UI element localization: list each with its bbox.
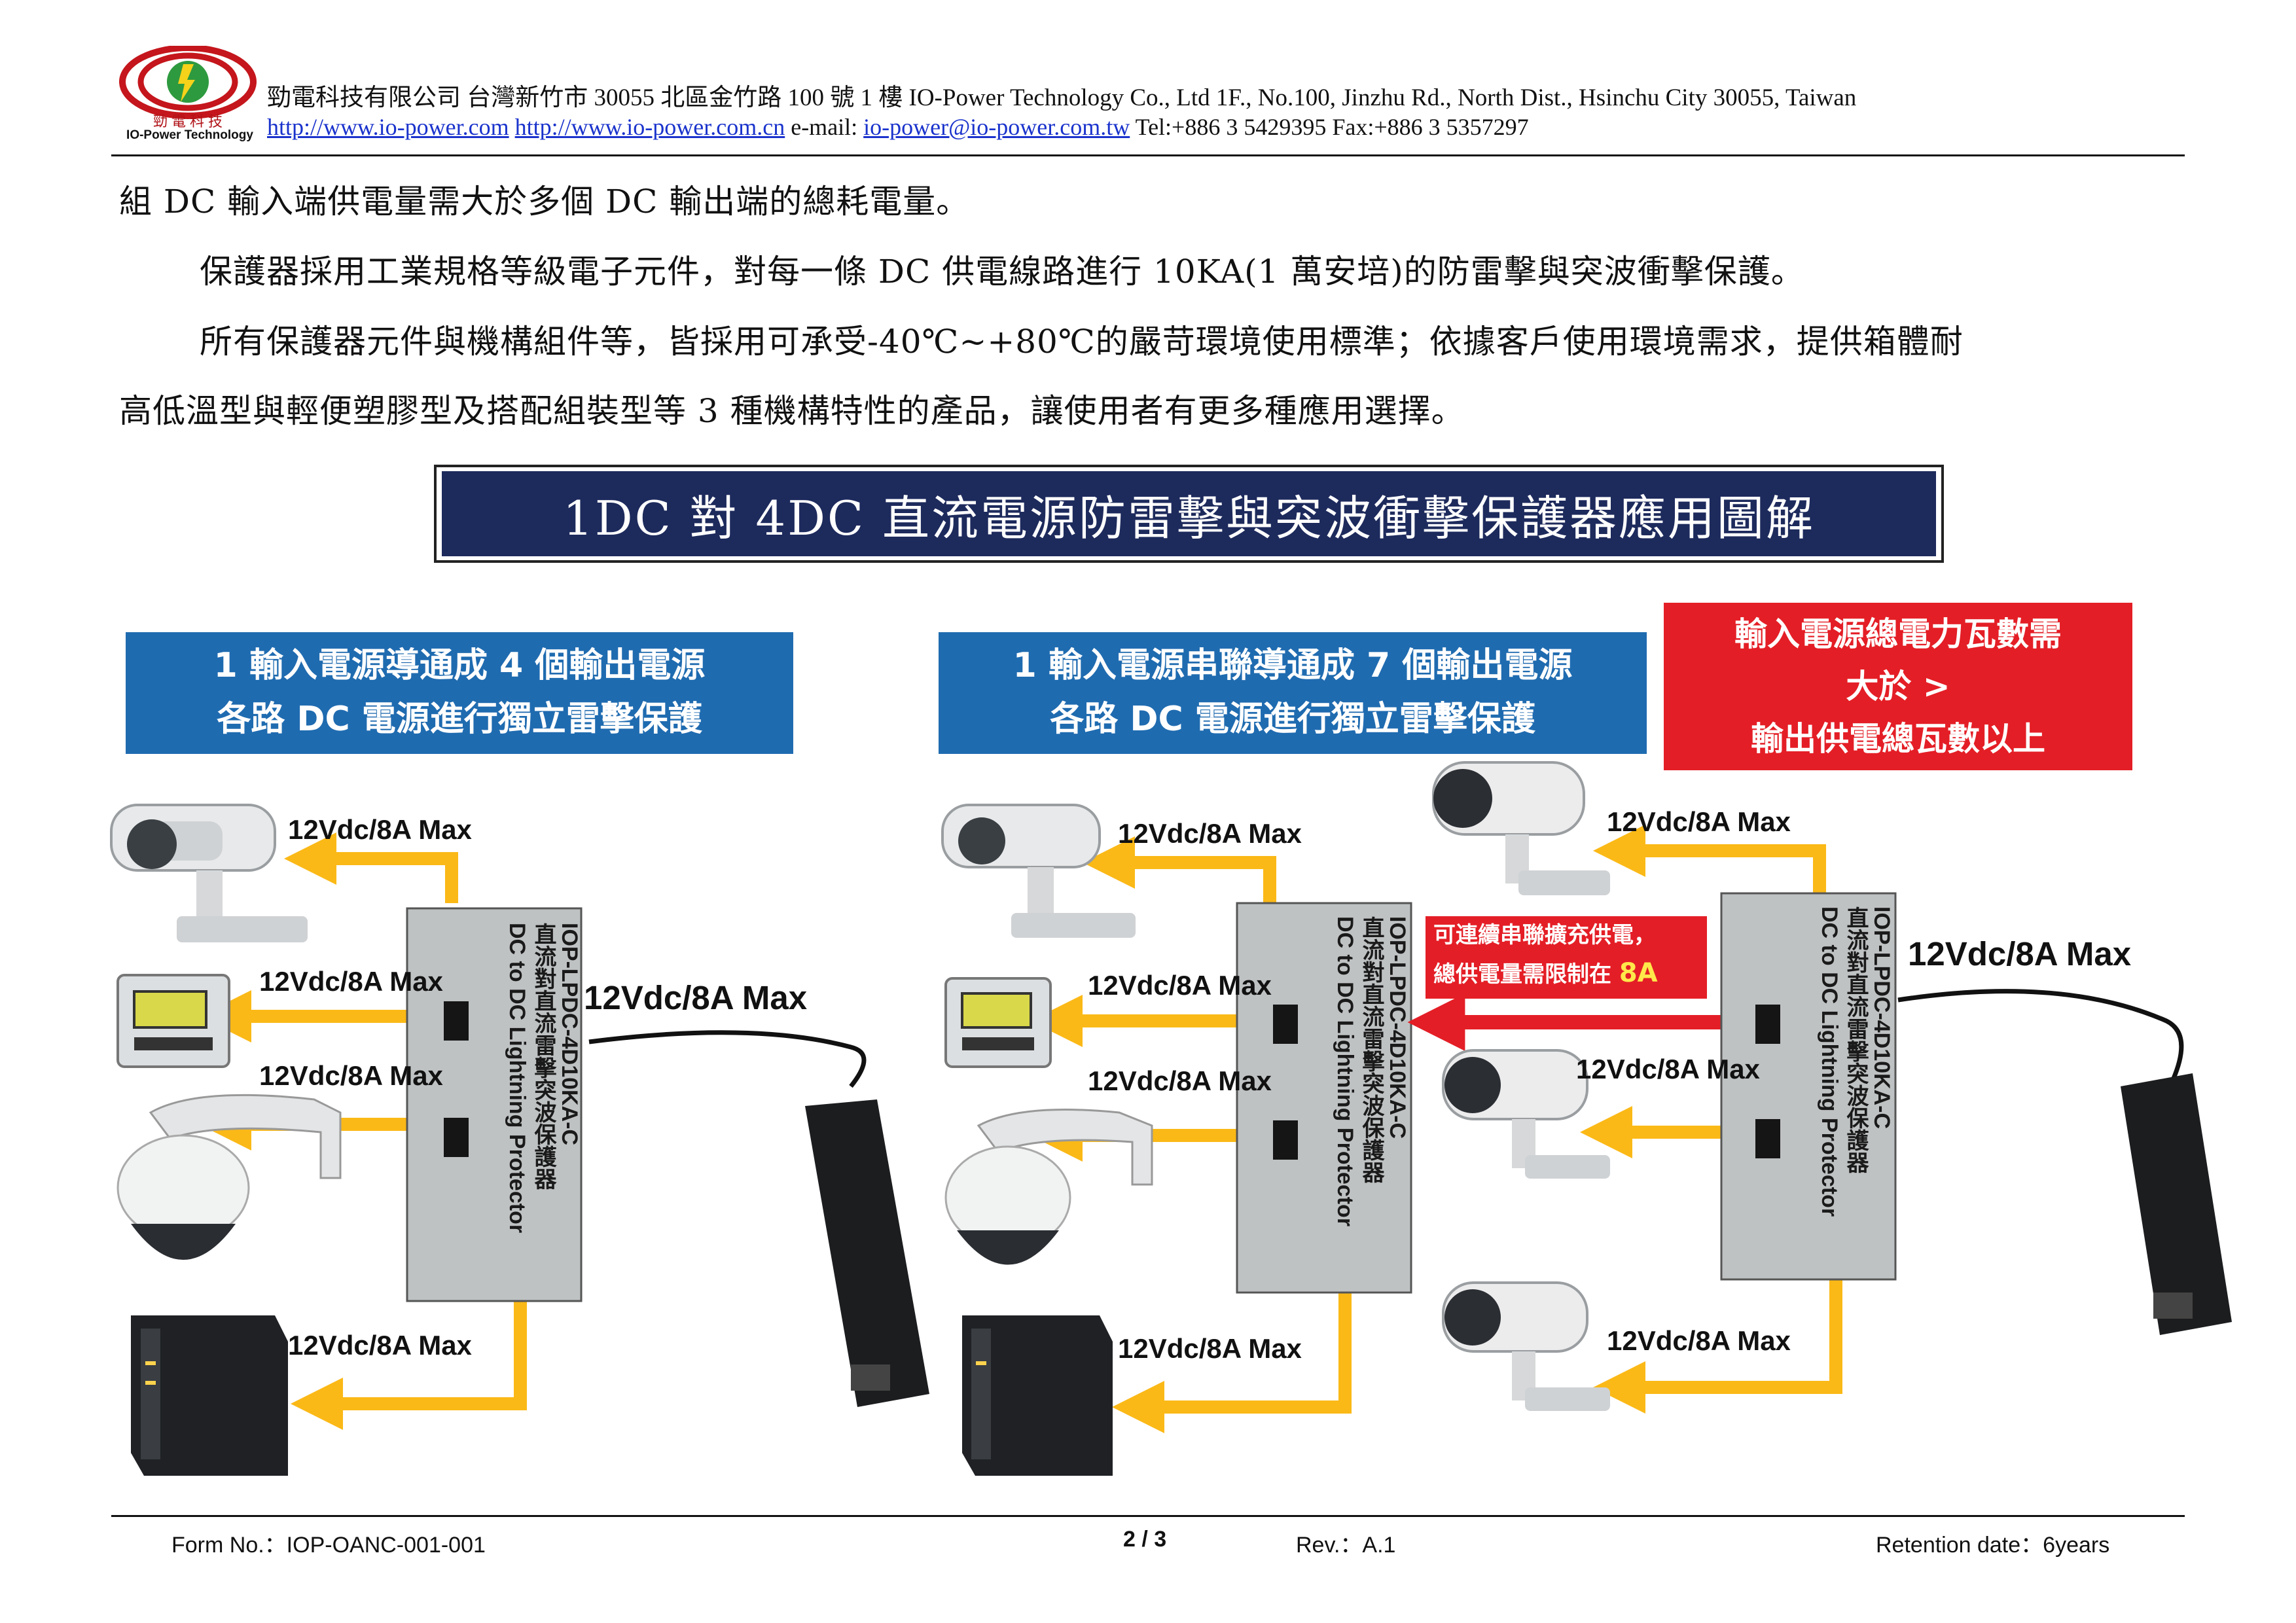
- page-number: 2 / 3: [1123, 1527, 1167, 1552]
- power-label-right-camera-3: 12Vdc/8A Max: [1607, 1325, 1791, 1356]
- right-output-arrows: [1580, 825, 1842, 1414]
- protector-middle-name-en: DC to DC Lightning Protector: [1333, 916, 1357, 1227]
- requirement-line1: 輸入電源總電力瓦數需: [1734, 615, 2062, 653]
- power-adapter-left-icon: [805, 1099, 929, 1407]
- protector-middle-model: IOP-LPDC-4D10KA-C: [1385, 916, 1410, 1139]
- footer-divider: [111, 1515, 2185, 1517]
- power-label-middle-dome: 12Vdc/8A Max: [1088, 1065, 1272, 1096]
- title-banner: 1DC 對 4DC 直流電源防雷擊與突波衝擊保護器應用圖解: [442, 471, 1936, 556]
- middle-info-box: 1 輸入電源串聯導通成 7 個輸出電源 各路 DC 電源進行獨立雷擊保護: [939, 632, 1647, 754]
- dvr-controller-middle-icon: [944, 977, 1052, 1068]
- company-address: 勁電科技有限公司 台灣新竹市 30055 北區金竹路 100 號 1 樓 IO-…: [267, 84, 1857, 111]
- dvr-controller-icon: [117, 974, 230, 1068]
- protector-left-port-1: [444, 1001, 469, 1041]
- paragraph-2: 保護器採用工業規格等級電子元件，對每一條 DC 供電線路進行 10KA(1 萬安…: [200, 253, 1804, 291]
- chain-note-limit: 8A: [1619, 958, 1658, 988]
- form-number: Form No.：IOP-OANC-001-001: [171, 1533, 486, 1558]
- protector-middle-label: IOP-LPDC-4D10KA-C 直流對直流雷擊突波保護器 DC to DC …: [1332, 916, 1410, 1283]
- website-link-cn[interactable]: http://www.io-power.com.cn: [514, 114, 785, 140]
- tel-fax: Tel:+886 3 5429395 Fax:+886 3 5357297: [1135, 114, 1529, 140]
- requirement-line2: 大於 >: [1846, 668, 1950, 705]
- protector-middle-port-2: [1273, 1120, 1298, 1160]
- power-label-right-camera-2: 12Vdc/8A Max: [1576, 1054, 1760, 1084]
- power-label-left-input: 12Vdc/8A Max: [584, 979, 808, 1016]
- ir-camera-right-1-icon: [1432, 761, 1610, 895]
- protector-middle-name-cn: 直流對直流雷擊突波保護器: [1359, 916, 1384, 1183]
- retention-date: Retention date：6years: [1876, 1533, 2110, 1558]
- protector-left-model: IOP-LPDC-4D10KA-C: [557, 923, 582, 1146]
- left-info-line2: 各路 DC 電源進行獨立雷擊保護: [217, 700, 702, 739]
- protector-middle-body: [1236, 902, 1412, 1294]
- nas-storage-middle-icon: [962, 1315, 1113, 1476]
- right-input-cable: [1897, 989, 2184, 1081]
- protector-right-port-1: [1755, 1005, 1780, 1044]
- email-link[interactable]: io-power@io-power.com.tw: [863, 114, 1130, 140]
- paragraph-3b: 高低溫型與輕便塑膠型及搭配組裝型等 3 種機構特性的產品，讓使用者有更多種應用選…: [119, 392, 1465, 430]
- middle-info-line1: 1 輸入電源串聯導通成 7 個輸出電源: [1013, 646, 1573, 685]
- left-info-box: 1 輸入電源導通成 4 個輸出電源 各路 DC 電源進行獨立雷擊保護: [126, 632, 793, 754]
- left-input-cable: [588, 1030, 867, 1088]
- header-divider: [111, 154, 2185, 156]
- ptz-dome-camera-middle-icon: [944, 1109, 1153, 1265]
- left-info-line1: 1 輸入電源導通成 4 個輸出電源: [213, 646, 706, 685]
- logo-english-name: IO-Power Technology: [126, 128, 253, 142]
- protector-right-body: [1720, 892, 1897, 1281]
- middle-info-line2: 各路 DC 電源進行獨立雷擊保護: [1050, 700, 1535, 739]
- chain-note-line2: 總供電量需限制在 8A: [1433, 954, 1707, 993]
- protector-right-name-cn: 直流對直流雷擊突波保護器: [1843, 906, 1868, 1173]
- paragraph-3a: 所有保護器元件與機構組件等，皆採用可承受-40℃~+80℃的嚴苛環境使用標準；依…: [200, 323, 1964, 361]
- revision: Rev.：A.1: [1296, 1533, 1396, 1558]
- power-label-right-camera-1: 12Vdc/8A Max: [1607, 806, 1791, 837]
- bullet-camera-icon: [110, 804, 308, 942]
- power-label-middle-controller: 12Vdc/8A Max: [1088, 970, 1272, 1001]
- email-label: e-mail:: [791, 114, 858, 140]
- chain-note-line2-text: 總供電量需限制在: [1433, 961, 1619, 988]
- paragraph-1: 組 DC 輸入端供電量需大於多個 DC 輸出端的總耗電量。: [119, 183, 970, 221]
- power-label-middle-nas: 12Vdc/8A Max: [1118, 1333, 1302, 1364]
- protector-right-name-en: DC to DC Lightning Protector: [1817, 906, 1842, 1217]
- protector-right-port-2: [1755, 1119, 1780, 1158]
- logo-chinese-name: 勁電科技: [152, 114, 226, 130]
- protector-right-label: IOP-LPDC-4D10KA-C 直流對直流雷擊突波保護器 DC to DC …: [1816, 906, 1895, 1273]
- power-label-left-dome: 12Vdc/8A Max: [259, 1060, 443, 1091]
- protector-left-label: IOP-LPDC-4D10KA-C 直流對直流雷擊突波保護器 DC to DC …: [504, 923, 583, 1289]
- power-adapter-right-icon: [2121, 1073, 2232, 1335]
- chain-note-line1: 可連續串聯擴充供電，: [1433, 922, 1656, 948]
- power-label-middle-camera: 12Vdc/8A Max: [1118, 818, 1302, 849]
- title-banner-frame: [434, 465, 1944, 563]
- protector-left-name-en: DC to DC Lightning Protector: [505, 923, 529, 1234]
- ir-camera-right-3-icon: [1442, 1281, 1610, 1411]
- chain-expansion-note: 可連續串聯擴充供電， 總供電量需限制在 8A: [1426, 916, 1707, 999]
- bullet-camera-middle-icon: [941, 804, 1136, 938]
- power-label-left-camera: 12Vdc/8A Max: [288, 814, 472, 845]
- company-contact: http://www.io-power.com http://www.io-po…: [267, 113, 1529, 141]
- protector-left-name-cn: 直流對直流雷擊突波保護器: [531, 923, 556, 1190]
- protector-right-model: IOP-LPDC-4D10KA-C: [1869, 906, 1894, 1130]
- protector-left-port-2: [444, 1118, 469, 1157]
- nas-storage-icon: [131, 1315, 288, 1476]
- company-logo: [119, 46, 257, 119]
- power-requirement-box: 輸入電源總電力瓦數需 大於 > 輸出供電總瓦數以上: [1664, 603, 2132, 770]
- protector-middle-port-1: [1273, 1005, 1298, 1044]
- website-link-com[interactable]: http://www.io-power.com: [267, 114, 509, 140]
- power-label-left-controller: 12Vdc/8A Max: [259, 966, 443, 997]
- power-label-right-input: 12Vdc/8A Max: [1908, 935, 2132, 972]
- ptz-dome-camera-icon: [117, 1094, 342, 1260]
- power-label-left-nas: 12Vdc/8A Max: [288, 1330, 472, 1361]
- protector-left-body: [406, 907, 583, 1302]
- requirement-line3: 輸出供電總瓦數以上: [1751, 720, 2045, 758]
- ir-camera-right-2-icon: [1442, 1049, 1610, 1179]
